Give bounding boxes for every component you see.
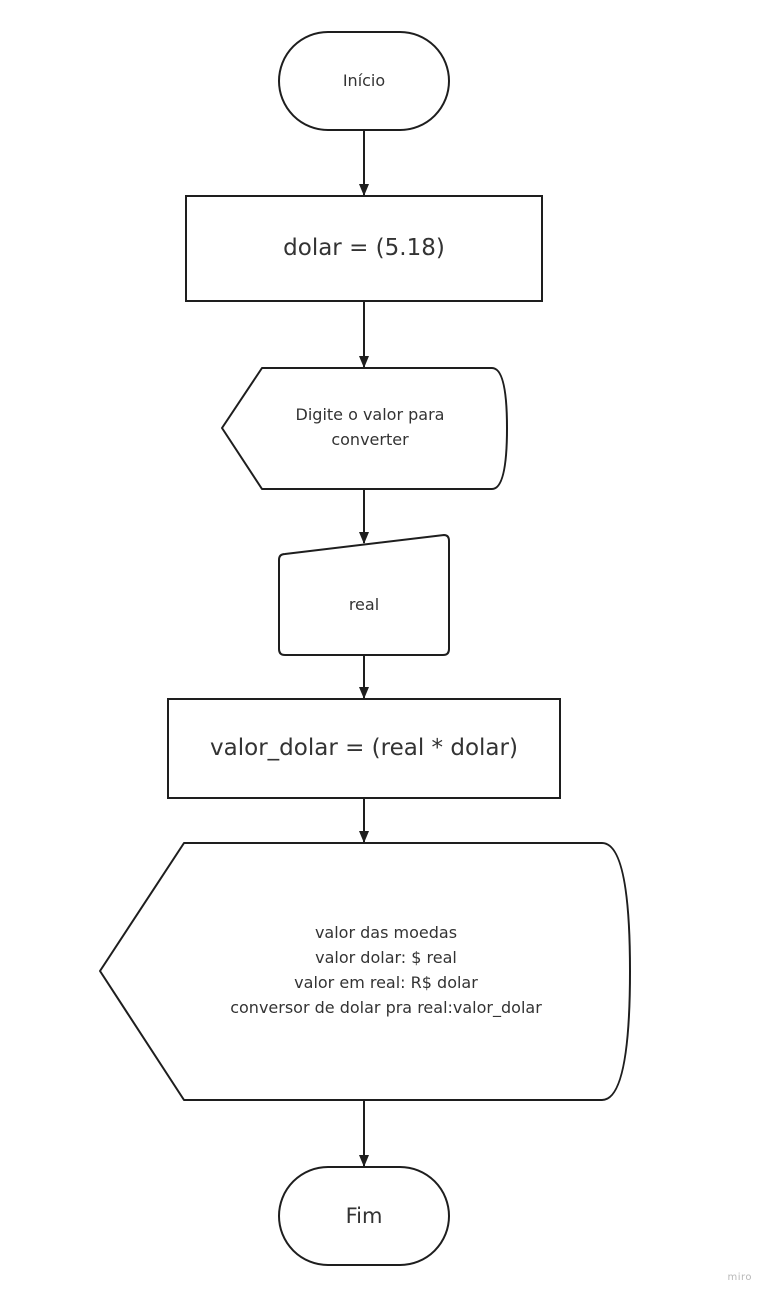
compute-label: valor_dolar = (real * dolar) xyxy=(210,735,518,761)
prompt-label: Digite o valor para converter xyxy=(295,405,445,449)
start-label: Início xyxy=(342,71,386,90)
end-label: Fim xyxy=(345,1204,383,1228)
set-dolar-label: dolar = (5.18) xyxy=(283,235,445,261)
output-line: valor dolar: $ real xyxy=(315,948,457,967)
input-real-label: real xyxy=(348,595,380,614)
end-terminator-shape xyxy=(278,1166,450,1266)
set-dolar-process-shape xyxy=(185,195,543,302)
output-line: conversor de dolar pra real:valor_dolar xyxy=(230,998,542,1017)
output-display-shape xyxy=(99,842,631,1101)
output-line: valor das moedas xyxy=(314,923,458,942)
miro-watermark: miro xyxy=(727,1272,752,1283)
output-line: valor em real: R$ dolar xyxy=(294,973,478,992)
prompt-display-shape xyxy=(221,367,508,490)
output-text: valor das moedas valor dolar: $ real val… xyxy=(150,920,622,1020)
input-real-manual-input-shape xyxy=(278,534,450,656)
compute-process-shape xyxy=(167,698,561,799)
